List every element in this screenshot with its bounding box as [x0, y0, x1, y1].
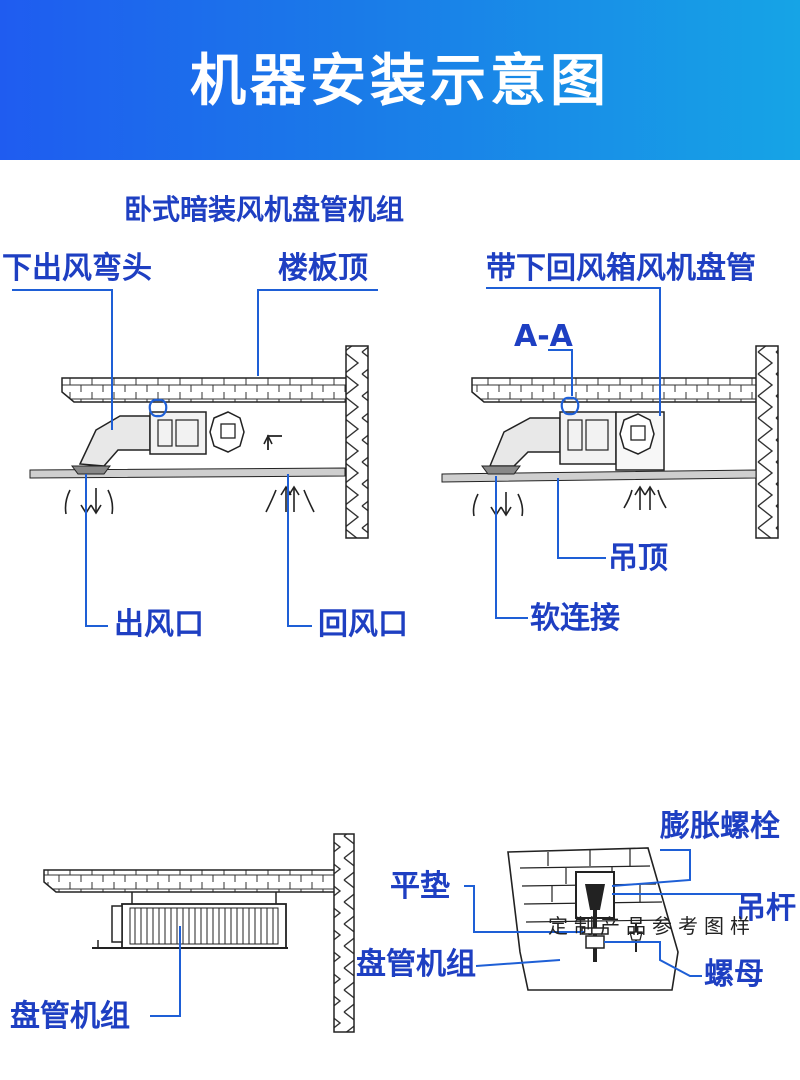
- coil-fins: [129, 907, 279, 945]
- motor-octagon: [209, 411, 245, 453]
- label-coil-unit-left: 盘管机组: [10, 999, 130, 1034]
- watermark-text: 定制产品参考图样: [548, 914, 756, 938]
- label-suspended-ceiling: 吊顶: [608, 541, 668, 576]
- label-bottom-outlet-elbow: 下出风弯头: [2, 251, 152, 286]
- label-coil-unit-right: 盘管机组: [356, 947, 476, 982]
- diagram-horizontal-concealed: [12, 289, 378, 627]
- ceiling-board: [29, 467, 346, 479]
- page-title: 机器安装示意图: [190, 49, 610, 114]
- diagram1-title: 卧式暗装风机盘管机组: [124, 193, 405, 226]
- label-nut: 螺母: [704, 957, 764, 992]
- header-banner: 机器安装示意图: [0, 0, 800, 160]
- outlet-grille: [71, 465, 111, 475]
- label-hanger-rod: 吊杆: [736, 891, 796, 926]
- hanger-loop: [148, 398, 168, 418]
- diagram2-title: 带下回风箱风机盘管: [486, 251, 756, 286]
- diagram-bolt-detail: [464, 847, 760, 991]
- label-air-outlet: 出风口: [114, 607, 204, 642]
- label-section-a-a: A-A: [514, 319, 573, 354]
- diagram-coil-unit: [43, 833, 355, 1033]
- wall: [345, 345, 369, 539]
- label-floor-slab-top: 楼板顶: [278, 251, 368, 286]
- label-flat-washer: 平垫: [390, 869, 450, 904]
- label-return-air-inlet: 回风口: [318, 607, 408, 642]
- diagram-bottom-return-box: [441, 287, 779, 619]
- outlet-elbow: [78, 415, 151, 467]
- label-expansion-bolt: 膨胀螺栓: [660, 809, 780, 844]
- floor-slab: [61, 377, 363, 403]
- label-flexible-connection: 软连接: [530, 601, 620, 636]
- fan-coil-body: [149, 411, 207, 455]
